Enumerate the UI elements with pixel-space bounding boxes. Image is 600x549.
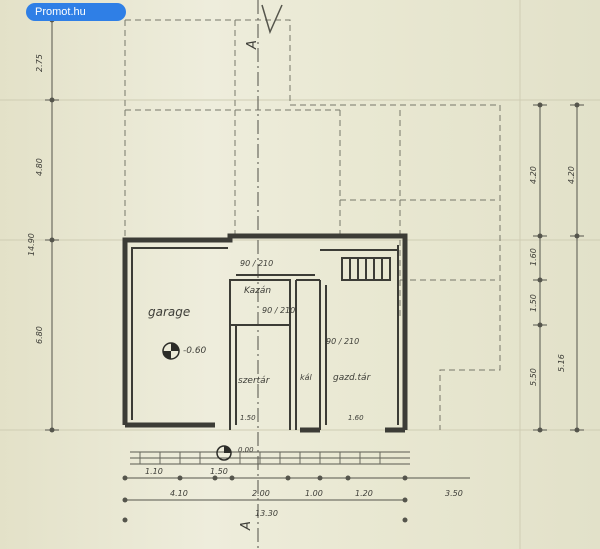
level-mark: -0.60 bbox=[183, 346, 207, 356]
watermark-badge: Promot.hu bbox=[26, 3, 126, 21]
room-kal: kál bbox=[300, 373, 313, 382]
opening-door-gazd: 90 / 210 bbox=[326, 337, 359, 346]
right-dim-2: 4.20 bbox=[567, 166, 576, 184]
bottom-dim-5: 1.00 bbox=[305, 489, 323, 498]
right-dim-6: 5.16 bbox=[557, 354, 566, 372]
level-symbol bbox=[162, 342, 232, 461]
bottom-dim-4: 2.00 bbox=[252, 489, 270, 498]
right-dim-1: 4.20 bbox=[529, 166, 538, 184]
room-garage: garage bbox=[148, 305, 190, 319]
upper-floor-outline bbox=[124, 19, 501, 430]
watermark-text: Promot.hu bbox=[35, 6, 86, 18]
opening-window-right: 1.60 bbox=[348, 414, 364, 422]
right-dim-5: 5.50 bbox=[529, 368, 538, 386]
bottom-dim-7: 3.50 bbox=[445, 489, 463, 498]
stair-note: 0.00 bbox=[238, 446, 254, 454]
left-dim-3: 14.90 bbox=[27, 233, 36, 256]
right-dimensions bbox=[533, 104, 584, 431]
ground-floor-walls bbox=[122, 233, 408, 433]
left-dim-4: 6.80 bbox=[35, 326, 44, 344]
opening-window-garage: 1.50 bbox=[240, 414, 256, 422]
section-marker-top: A bbox=[245, 40, 260, 50]
right-dim-4: 1.50 bbox=[529, 294, 538, 312]
bottom-dim-3: 1.50 bbox=[210, 467, 228, 476]
section-marker-bottom: A bbox=[239, 521, 254, 531]
opening-door-top: 90 / 210 bbox=[240, 259, 273, 268]
opening-door-kazan: 90 / 210 bbox=[262, 306, 295, 315]
bottom-dim-1: 1.10 bbox=[145, 467, 163, 476]
bottom-dim-6: 1.20 bbox=[355, 489, 373, 498]
right-dim-3: 1.60 bbox=[529, 248, 538, 266]
bottom-dim-8: 13.30 bbox=[255, 509, 278, 518]
bottom-dim-2: 4.10 bbox=[170, 489, 188, 498]
room-gazdtar: gazd.tár bbox=[333, 373, 372, 383]
room-kazan: Kazán bbox=[244, 286, 271, 296]
left-dim-1: 2.75 bbox=[35, 54, 44, 72]
room-szertar: szertár bbox=[238, 376, 271, 386]
left-dimensions bbox=[45, 19, 59, 431]
left-dim-2: 4.80 bbox=[35, 158, 44, 176]
